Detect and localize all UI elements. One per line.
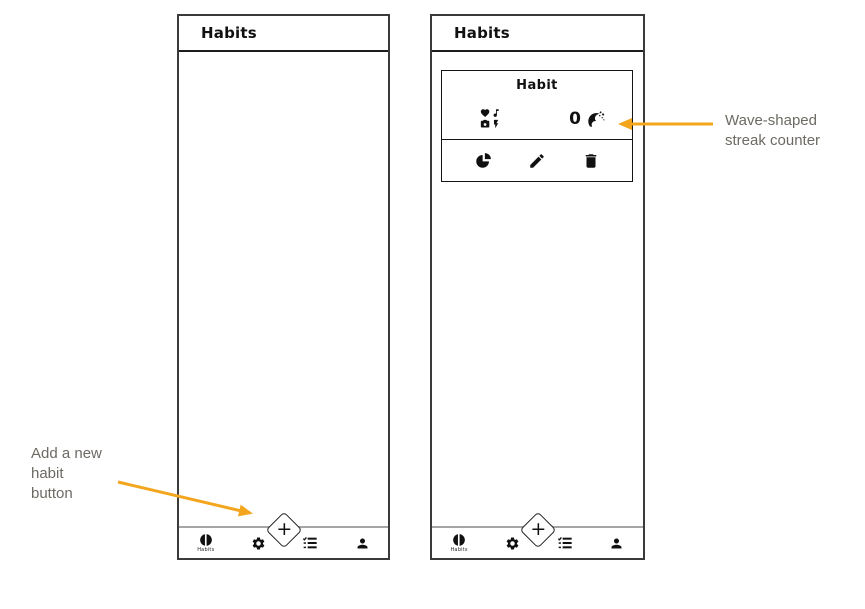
gear-icon xyxy=(506,537,518,549)
phone-screen-habits-empty: Habits + Habits xyxy=(177,14,390,560)
wave-streak-icon xyxy=(588,111,605,127)
checklist-icon xyxy=(557,536,572,549)
nav-item-habits[interactable]: Habits xyxy=(450,533,467,553)
habits-contrast-icon xyxy=(453,533,465,547)
edit-button[interactable] xyxy=(528,152,546,170)
page-title: Habits xyxy=(179,16,388,52)
nav-item-habits[interactable]: Habits xyxy=(197,533,214,553)
habit-card-main-row: 0 xyxy=(442,99,632,139)
pie-chart-icon xyxy=(476,152,491,168)
delete-button[interactable] xyxy=(582,152,600,170)
streak-counter: 0 xyxy=(569,109,606,129)
phone-screen-habits-list: Habits Habit xyxy=(430,14,645,560)
nav-label-habits: Habits xyxy=(450,547,468,553)
habit-card-title: Habit xyxy=(516,77,558,93)
annotation-line: habit xyxy=(31,465,64,482)
streak-count-value: 0 xyxy=(569,109,581,129)
habit-card-actions xyxy=(442,139,632,181)
nav-item-tasks[interactable] xyxy=(557,535,573,551)
gear-icon xyxy=(252,537,265,549)
person-icon xyxy=(357,538,368,548)
page-title: Habits xyxy=(432,16,643,52)
annotation-line: streak counter xyxy=(725,132,821,149)
plus-icon: + xyxy=(529,518,546,541)
checklist-icon xyxy=(303,536,317,549)
nav-label-habits: Habits xyxy=(197,547,215,553)
annotation-line: Add a new xyxy=(31,445,102,462)
trash-icon xyxy=(585,153,597,168)
annotation-add-habit: Add a new habit button xyxy=(31,444,102,504)
annotation-line: button xyxy=(31,485,73,502)
stats-button[interactable] xyxy=(474,152,492,170)
pencil-icon xyxy=(530,153,544,168)
habit-category-icons xyxy=(480,109,499,129)
nav-item-profile[interactable] xyxy=(609,536,624,551)
habit-card: Habit xyxy=(441,70,633,182)
habits-contrast-icon xyxy=(199,533,212,547)
plus-icon: + xyxy=(275,518,292,541)
person-icon xyxy=(611,538,622,548)
annotation-streak-counter: Wave-shaped streak counter xyxy=(725,111,820,151)
nav-item-settings[interactable] xyxy=(505,536,520,551)
annotation-line: Wave-shaped xyxy=(725,112,817,129)
nav-item-tasks[interactable] xyxy=(302,535,318,551)
nav-item-profile[interactable] xyxy=(355,536,370,551)
nav-item-settings[interactable] xyxy=(251,536,266,551)
